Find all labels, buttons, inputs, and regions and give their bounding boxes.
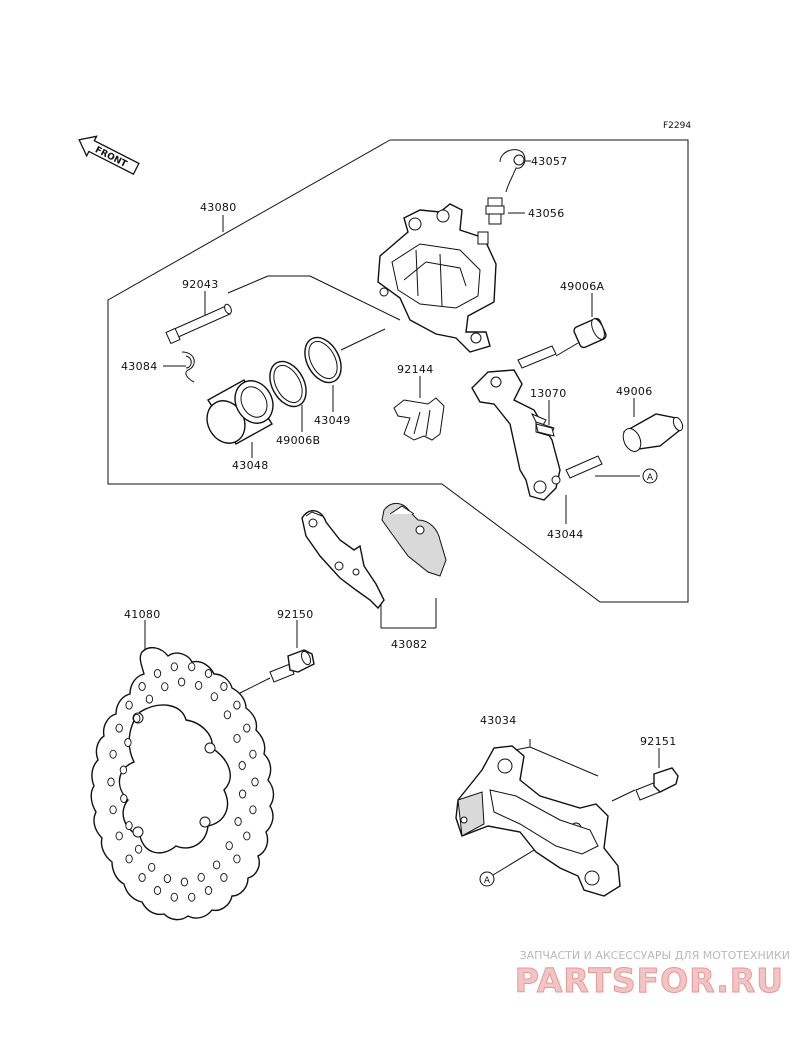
svg-text:A: A <box>647 473 654 483</box>
label-43048: 43048 <box>232 459 269 472</box>
label-43084: 43084 <box>121 360 158 373</box>
brake-pad-right-part <box>381 503 447 577</box>
disc-vent-holes <box>107 662 259 902</box>
disc-vent-hole <box>223 710 232 720</box>
disc-vent-hole <box>148 862 156 872</box>
disc-vent-hole <box>188 662 196 672</box>
disc-vent-hole <box>243 723 251 733</box>
disc-vent-hole <box>115 831 123 841</box>
bracket-pin-upper-part <box>517 345 557 369</box>
disc-vent-hole <box>220 873 228 882</box>
disc-vent-hole <box>138 682 146 691</box>
disc-vent-hole <box>177 677 186 687</box>
disc-vent-hole <box>109 749 117 759</box>
caliper-body-part <box>377 203 497 353</box>
disc-vent-hole <box>153 886 162 895</box>
front-arrow-icon: FRONT <box>78 135 140 176</box>
label-92150: 92150 <box>277 608 314 621</box>
label-49006b: 49006B <box>276 434 320 447</box>
disc-vent-hole <box>107 777 115 787</box>
disc-vent-hole <box>125 854 133 864</box>
disc-vent-hole <box>249 805 257 815</box>
brake-pad-left-part <box>301 510 385 610</box>
caliper-piston-part <box>206 379 274 445</box>
bracket-pin-lower-part <box>565 455 603 479</box>
label-43082: 43082 <box>391 638 428 651</box>
disc-vent-hole <box>170 892 178 902</box>
caliper-assembly-outline <box>107 139 689 603</box>
label-49006a: 49006A <box>560 280 604 293</box>
label-92144: 92144 <box>397 363 434 376</box>
watermark-tagline: ЗАПЧАСТИ И АКСЕССУАРЫ ДЛЯ МОТОТЕХНИКИ <box>519 949 790 962</box>
pin-boot-part <box>622 413 684 452</box>
disc-vent-hole <box>163 874 172 884</box>
label-43034: 43034 <box>480 714 517 727</box>
disc-vent-hole <box>234 817 242 826</box>
disc-vent-hole <box>153 669 162 678</box>
disc-vent-hole <box>243 831 251 841</box>
label-43049: 43049 <box>314 414 351 427</box>
disc-vent-hole <box>134 844 143 854</box>
disc-vent-hole <box>180 877 189 887</box>
svg-text:A: A <box>484 876 491 886</box>
disc-vent-hole <box>125 700 133 710</box>
disc-vent-hole <box>115 723 123 733</box>
pin-boot-a-part <box>573 317 607 349</box>
disc-vent-hole <box>133 713 141 723</box>
slide-pin-part <box>165 303 232 345</box>
label-43057: 43057 <box>531 155 568 168</box>
watermark-logo: PARTSFOR.RU <box>514 961 784 1001</box>
disc-vent-hole <box>233 854 241 864</box>
disc-vent-hole <box>138 873 146 882</box>
disc-vent-hole <box>220 682 228 691</box>
label-41080: 41080 <box>124 608 161 621</box>
label-92151: 92151 <box>640 735 677 748</box>
disc-vent-hole <box>238 761 246 770</box>
label-43044: 43044 <box>547 528 584 541</box>
disc-vent-hole <box>170 662 178 672</box>
disc-vent-hole <box>109 805 117 815</box>
disc-vent-hole <box>210 692 218 702</box>
pad-spring-part <box>393 397 445 441</box>
bracket-plate-part <box>535 423 555 437</box>
disc-vent-hole <box>251 777 259 787</box>
disc-vent-hole <box>188 892 196 902</box>
disc-vent-hole <box>249 749 257 759</box>
disc-vent-hole <box>197 872 205 882</box>
disc-vent-hole <box>194 680 203 690</box>
pin-clip-part <box>181 351 195 383</box>
label-43056: 43056 <box>528 207 565 220</box>
disc-vent-hole <box>204 886 213 895</box>
disc-vent-hole <box>161 682 169 692</box>
label-49006: 49006 <box>616 385 653 398</box>
label-43080: 43080 <box>200 201 237 214</box>
disc-vent-hole <box>124 738 132 747</box>
brake-disc-part <box>90 646 275 921</box>
disc-vent-hole <box>125 821 133 831</box>
dust-seal-part <box>304 336 342 384</box>
disc-vent-hole <box>233 733 241 743</box>
piston-seal-part <box>269 360 307 408</box>
disc-vent-hole <box>225 841 233 851</box>
disc-bolt-part <box>269 649 315 683</box>
bleed-cap-part <box>499 149 526 193</box>
disc-vent-hole <box>212 860 221 870</box>
disc-vent-hole <box>120 794 128 803</box>
label-92043: 92043 <box>182 278 219 291</box>
disc-vent-hole <box>145 694 154 704</box>
caliper-mount-part <box>455 745 621 897</box>
disc-vent-hole <box>204 669 213 678</box>
label-13070: 13070 <box>530 387 567 400</box>
bleed-valve-part <box>485 197 505 225</box>
disc-vent-hole <box>238 789 247 799</box>
ref-marker-a-upper: A <box>642 468 658 484</box>
ref-marker-a-lower: A <box>479 871 495 887</box>
disc-vent-hole <box>233 700 241 710</box>
mount-bolt-part <box>635 767 679 801</box>
diagram-code: F2294 <box>663 121 691 131</box>
disc-vent-hole <box>119 765 128 775</box>
